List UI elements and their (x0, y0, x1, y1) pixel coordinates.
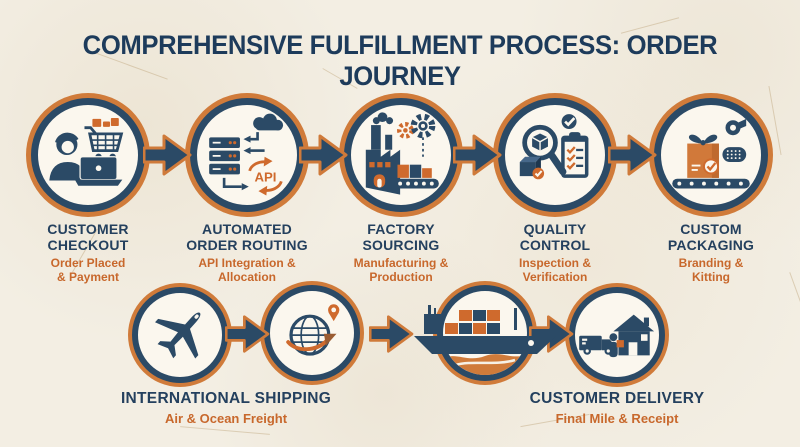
flow-arrow-icon (608, 134, 657, 176)
step-subtitle: Final Mile & Receipt (555, 411, 679, 426)
step-subtitle-line: Kitting (692, 269, 730, 284)
flow-arrow-icon (369, 315, 414, 353)
flow-arrow-icon (453, 134, 502, 176)
step-circle-air-freight (132, 287, 228, 383)
flow-arrow-icon (299, 134, 348, 176)
step-circle-custom-packaging (654, 98, 768, 212)
step-title-line: SOURCING (362, 236, 440, 253)
factory-conveyor-icon (365, 112, 439, 195)
step-circle-automated-order-routing: API (190, 98, 304, 212)
step-circle-customer-checkout (31, 98, 145, 212)
page-title: COMPREHENSIVE FULFILLMENT PROCESS: ORDER… (82, 30, 718, 91)
step-circle-global-route (264, 285, 360, 381)
woman-laptop-cart-icon (49, 118, 124, 186)
step-circle-quality-control (498, 98, 612, 212)
step-title-line: CUSTOM (680, 221, 742, 237)
paper-fiber (768, 85, 782, 156)
step-subtitle-line: Branding & (678, 256, 744, 270)
flow-arrow-icon (143, 134, 192, 176)
step-subtitle: Air & Ocean Freight (164, 411, 288, 426)
step-title-line: CONTROL (519, 236, 591, 253)
step-subtitle-line: API Integration & (198, 256, 296, 270)
flow-arrow-icon (225, 315, 270, 353)
paper-fiber (180, 426, 270, 435)
globe-route-icon (286, 304, 340, 356)
magnifier-checklist-icon (519, 114, 589, 180)
step-subtitle-line: Order Placed (50, 256, 126, 270)
step-subtitle-line: Allocation (217, 269, 276, 284)
step-title-line: CHECKOUT (47, 236, 129, 253)
truck-home-icon (579, 314, 655, 358)
step-title-line: ORDER ROUTING (186, 236, 308, 253)
step-subtitle-line: Inspection & (518, 256, 591, 270)
step-title-line: AUTOMATED (202, 221, 292, 237)
step-title: CUSTOMER DELIVERY (529, 390, 705, 407)
step-subtitle-line: Manufacturing & (353, 256, 449, 270)
step-label-international-shipping: INTERNATIONAL SHIPPING Air & Ocean Freig… (106, 390, 346, 426)
step-title-line: FACTORY (367, 221, 435, 237)
step-title: INTERNATIONAL SHIPPING (120, 390, 332, 407)
step-circle-factory-sourcing (344, 98, 458, 212)
step-subtitle-line: & Payment (56, 269, 120, 284)
step-title-line: CUSTOMER (47, 221, 129, 237)
airplane-icon (155, 312, 201, 359)
step-circle-customer-delivery (569, 287, 665, 383)
server-cloud-api-icon: API (209, 113, 284, 196)
step-subtitle-line: Verification (522, 269, 588, 284)
step-title-line: QUALITY (523, 221, 587, 237)
giftbox-conveyor-icon (672, 118, 750, 189)
step-subtitle-line: Production (369, 269, 433, 284)
ocean-wave-icon (443, 354, 527, 375)
cargo-ship-icon (414, 305, 556, 354)
step-label-customer-delivery: CUSTOMER DELIVERY Final Mile & Receipt (497, 390, 737, 426)
step-title-line: PACKAGING (667, 236, 755, 253)
svg-text:API: API (254, 169, 276, 184)
